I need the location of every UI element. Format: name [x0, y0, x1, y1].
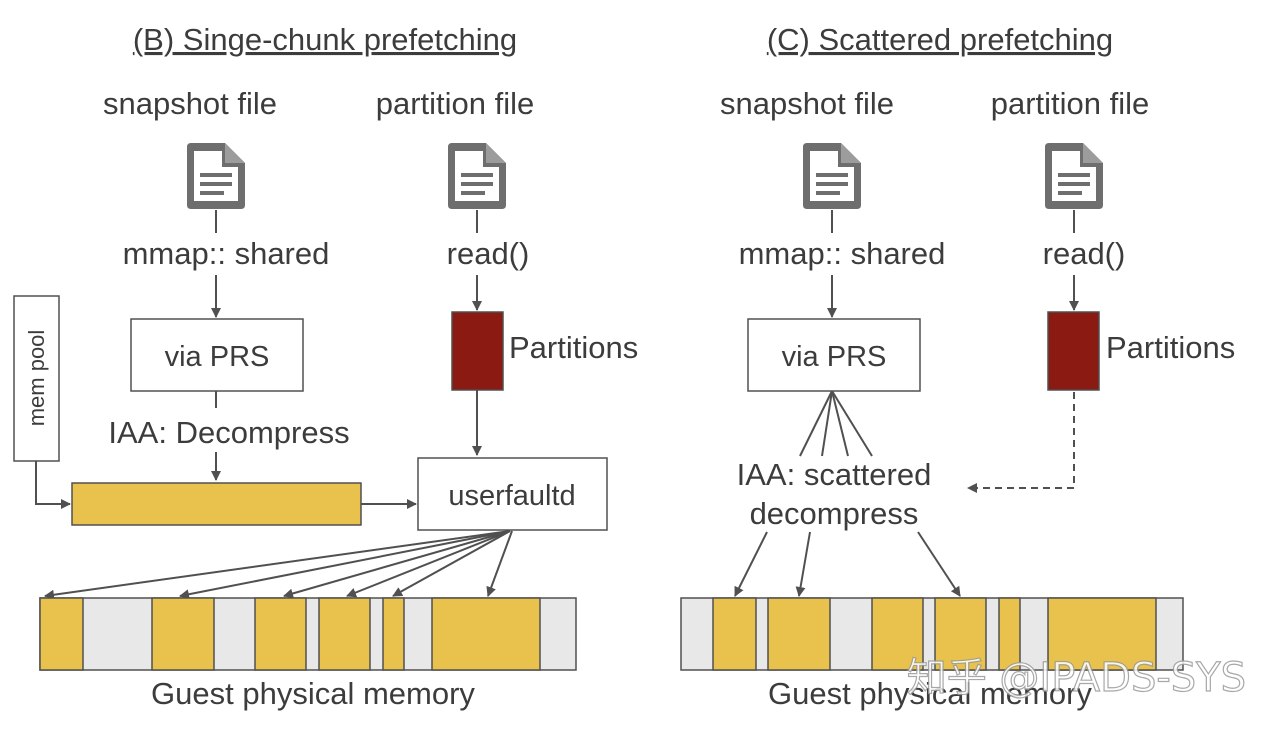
partition-file-label: partition file [991, 86, 1150, 121]
buffer-chunk [71, 482, 362, 526]
prs-label: via PRS [165, 341, 270, 373]
memory-chunk [1047, 597, 1157, 671]
memory-label: Guest physical memory [768, 676, 1092, 711]
arrow [795, 531, 811, 597]
arrow [734, 531, 768, 597]
arrow [179, 530, 511, 600]
arrow [346, 530, 511, 598]
arrow [283, 530, 511, 599]
dashed-arrow [967, 392, 1075, 493]
partition-document-icon [448, 143, 506, 209]
connector-line [831, 390, 849, 457]
panel-scattered: (C) Scattered prefetching snapshot file … [680, 22, 1235, 711]
panel-title: (C) Scattered prefetching [767, 22, 1113, 57]
prs-label: via PRS [782, 341, 887, 373]
partitions-label: Partitions [509, 330, 638, 365]
memory-chunk [318, 597, 371, 671]
prs-box [747, 318, 921, 392]
connector-line [831, 390, 873, 457]
snapshot-file-label: snapshot file [720, 86, 894, 121]
partitions-block [1047, 311, 1100, 391]
snapshot-document-icon [187, 143, 245, 209]
snapshot-file-label: snapshot file [103, 86, 277, 121]
partitions-label: Partitions [1106, 330, 1235, 365]
snapshot-document-icon [803, 143, 861, 209]
arrow [486, 530, 513, 597]
read-label: read() [1043, 236, 1126, 271]
memory-label: Guest physical memory [151, 676, 475, 711]
memory-chunk [998, 597, 1021, 671]
userfaultd-label: userfaultd [448, 480, 575, 512]
connector-line [821, 390, 833, 457]
memory-chunk [712, 597, 757, 671]
memory-chunk [431, 597, 541, 671]
memory-chunk [39, 597, 84, 671]
decompress-label: IAA: Decompress [108, 415, 349, 450]
arrow [392, 530, 511, 597]
memory-chunk [254, 597, 307, 671]
arrow [917, 531, 961, 597]
panel-single-chunk: (B) Singe-chunk prefetching snapshot fil… [13, 22, 638, 711]
mmap-label: mmap:: shared [739, 236, 946, 271]
connector-line [799, 390, 833, 457]
scattered-decompress-label-line1: IAA: scattered [737, 457, 932, 492]
mem-pool-label: mem pool [24, 330, 49, 427]
arrow [44, 530, 511, 600]
prs-box [130, 318, 304, 392]
partition-file-label: partition file [376, 86, 535, 121]
memory-chunk [151, 597, 215, 671]
scattered-decompress-label-line2: decompress [750, 496, 919, 531]
guest-memory-bar [39, 597, 577, 671]
memory-chunk [871, 597, 924, 671]
partition-document-icon [1045, 143, 1103, 209]
userfaultd-box [417, 457, 608, 531]
arrow [35, 461, 71, 509]
read-label: read() [447, 236, 530, 271]
partitions-block [451, 311, 504, 391]
memory-chunk [382, 597, 405, 671]
mmap-label: mmap:: shared [123, 236, 330, 271]
watermark: 知乎 @IPADS-SYS [907, 655, 1246, 701]
memory-chunk [767, 597, 831, 671]
panel-title: (B) Singe-chunk prefetching [133, 22, 517, 57]
memory-chunk [934, 597, 987, 671]
guest-memory-bar [680, 597, 1184, 671]
